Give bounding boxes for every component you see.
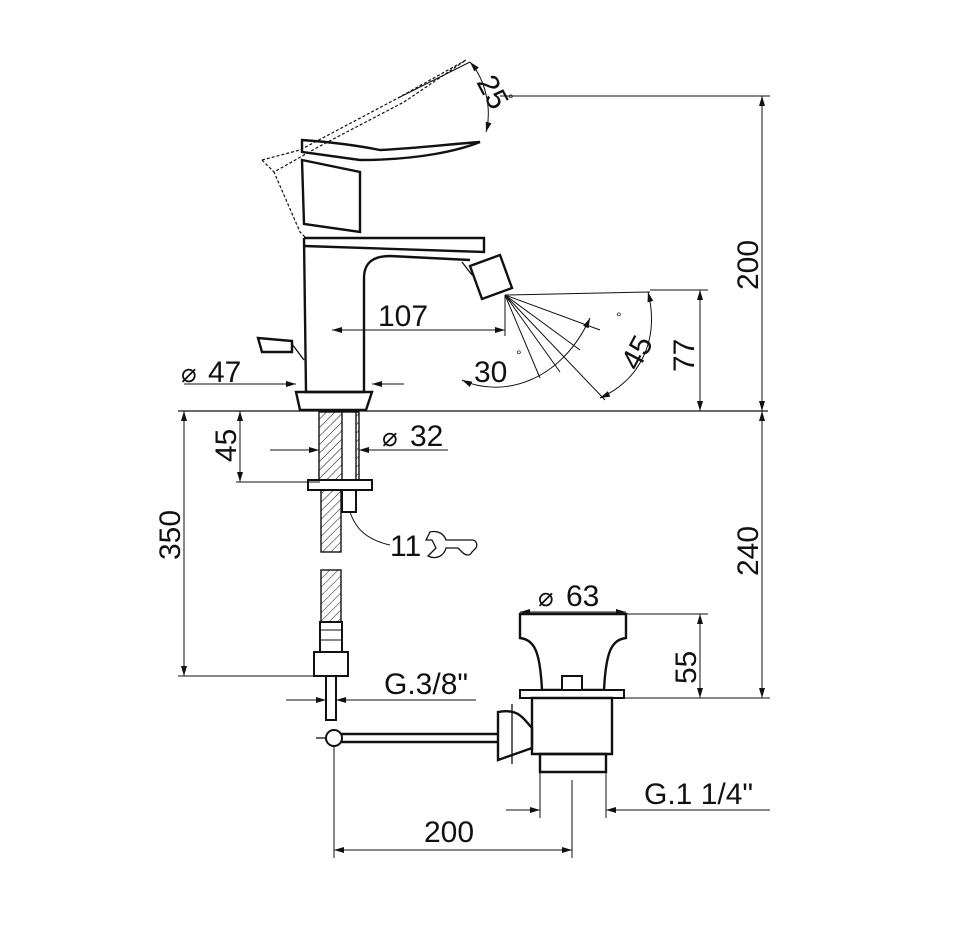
label-shank-length: 45 [210,429,243,462]
label-shank-diameter: 32 [410,420,443,453]
label-waste-thread: G.1 1/4" [644,778,753,811]
spray-fan [461,291,654,401]
label-wrench-size: 11 [390,530,421,563]
diameter-symbol-32: ⌀ [382,422,398,452]
label-total-height: 200 [732,240,765,290]
label-spout-height: 77 [668,339,701,372]
label-drain-depth: 240 [732,526,765,576]
label-spray-angle-down: 30 [474,356,507,389]
faucet-body [256,59,514,412]
label-base-diameter: 47 [208,356,241,389]
label-hose-length: 350 [154,510,187,560]
degree-mark-45: ° [616,309,622,325]
label-plug-height: 55 [670,651,703,684]
label-plug-diameter: 63 [566,580,599,613]
label-rod-length: 200 [424,816,474,849]
dimension-labels: 25 ° 200 107 ⌀ 47 30 ° 45 ° 77 45 ⌀ 32 1… [154,70,765,849]
label-spout-reach: 107 [378,300,428,333]
degree-mark-30: ° [516,347,522,363]
degree-mark-lever: ° [508,91,514,107]
label-hose-thread: G.3/8" [384,668,468,701]
drain-assembly [316,612,628,774]
diameter-symbol-47: ⌀ [181,358,197,388]
diameter-symbol-63: ⌀ [538,582,554,612]
wrench-icon [424,530,478,559]
label-spray-angle-swivel: 45 [615,330,660,375]
dimension-lines [178,61,770,858]
shank-assembly [307,411,373,721]
